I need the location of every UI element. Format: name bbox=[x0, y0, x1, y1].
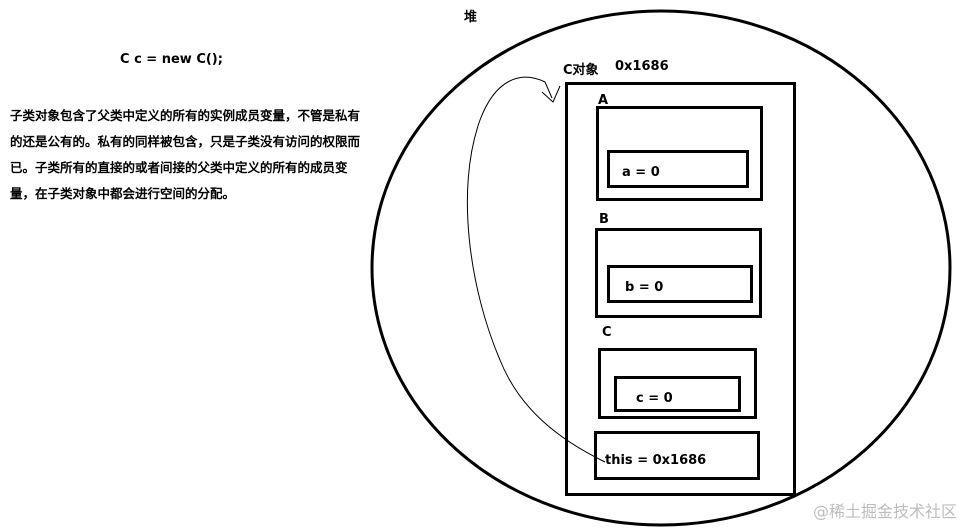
field-b-box bbox=[607, 265, 753, 303]
class-label-b: B bbox=[599, 212, 609, 227]
field-b-value: b = 0 bbox=[625, 280, 664, 295]
section-a-box bbox=[596, 106, 763, 201]
object-address: 0x1686 bbox=[615, 59, 669, 74]
description-text: 子类对象包含了父类中定义的所有的实例成员变量，不管是私有的还是公有的。私有的同样… bbox=[10, 108, 361, 201]
field-a-box bbox=[607, 150, 749, 188]
field-c-value: c = 0 bbox=[636, 391, 673, 406]
object-label: C对象 bbox=[563, 63, 599, 78]
heap-ellipse bbox=[370, 9, 952, 527]
field-c-box bbox=[614, 376, 741, 412]
this-field-value: this = 0x1686 bbox=[605, 453, 707, 468]
code-line: C c = new C(); bbox=[120, 52, 223, 67]
arrowhead bbox=[541, 85, 561, 103]
this-box bbox=[594, 431, 760, 480]
section-c-box bbox=[598, 348, 757, 419]
watermark-text: @稀土掘金技术社区 bbox=[812, 502, 957, 521]
class-label-a: A bbox=[598, 93, 609, 108]
class-label-c: C bbox=[602, 325, 612, 340]
section-b-box bbox=[595, 228, 762, 318]
this-reference-arrow bbox=[466, 76, 606, 463]
object-box bbox=[565, 82, 796, 496]
heap-label: 堆 bbox=[464, 10, 478, 25]
field-a-value: a = 0 bbox=[622, 165, 660, 180]
